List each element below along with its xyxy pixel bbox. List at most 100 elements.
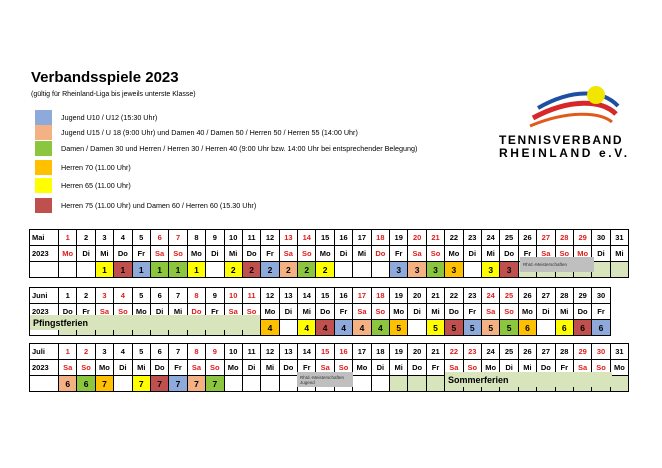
empty-cell bbox=[57, 261, 78, 278]
legend-item: Jugend U15 / U 18 (9:00 Uhr) und Damen 4… bbox=[35, 124, 358, 140]
game-cell: 7 bbox=[94, 375, 115, 392]
day-number: 3 bbox=[94, 343, 115, 360]
day-number: 15 bbox=[315, 287, 335, 304]
month-label: Mai bbox=[29, 229, 59, 246]
weekday: Mo bbox=[260, 303, 280, 320]
day-number: 13 bbox=[278, 229, 299, 246]
empty-cell bbox=[536, 319, 556, 336]
day-number: 2 bbox=[76, 287, 96, 304]
day-number: 10 bbox=[223, 343, 243, 360]
day-number: 15 bbox=[315, 229, 335, 246]
day-number: 8 bbox=[186, 229, 207, 246]
day-number: 24 bbox=[480, 229, 501, 246]
day-number: 23 bbox=[462, 343, 482, 360]
day-number: 17 bbox=[352, 229, 372, 246]
day-number: 26 bbox=[517, 343, 538, 360]
day-number: 27 bbox=[536, 287, 556, 304]
game-cell: 1 bbox=[131, 261, 151, 278]
weekday: Mi bbox=[425, 303, 446, 320]
weekday: Sa bbox=[407, 245, 427, 262]
day-number: 22 bbox=[444, 229, 464, 246]
day-number: 2 bbox=[76, 229, 96, 246]
legend-swatch bbox=[35, 109, 52, 125]
weekday: Di bbox=[591, 245, 611, 262]
game-cell: 7 bbox=[205, 375, 225, 392]
weekday: Mo bbox=[315, 245, 335, 262]
day-number: 2 bbox=[76, 343, 96, 360]
weekday: Di bbox=[278, 303, 299, 320]
game-cell: 7 bbox=[168, 375, 188, 392]
weekday: Mi bbox=[480, 245, 501, 262]
day-number: 23 bbox=[462, 229, 482, 246]
weekday: Mo bbox=[609, 359, 630, 376]
weekday: Do bbox=[315, 303, 335, 320]
day-number: 14 bbox=[297, 287, 317, 304]
game-cell: 6 bbox=[572, 319, 593, 336]
day-number: 22 bbox=[444, 287, 464, 304]
game-cell: 3 bbox=[425, 261, 446, 278]
day-number: 28 bbox=[554, 287, 574, 304]
day-number: 7 bbox=[168, 343, 188, 360]
day-number: 7 bbox=[168, 287, 188, 304]
weekday: Mi bbox=[297, 303, 317, 320]
holiday-banner: Pfingstferien bbox=[30, 315, 260, 330]
game-cell: 1 bbox=[113, 261, 133, 278]
weekday: Mi bbox=[260, 359, 280, 376]
weekday: Do bbox=[444, 303, 464, 320]
day-number: 9 bbox=[205, 343, 225, 360]
weekday: Sa bbox=[278, 245, 299, 262]
weekday: Mi bbox=[352, 245, 372, 262]
empty-cell bbox=[407, 375, 427, 392]
weekday: Mo bbox=[94, 359, 115, 376]
day-number: 1 bbox=[57, 229, 78, 246]
weekday: Fr bbox=[462, 303, 482, 320]
weekday: Di bbox=[76, 245, 96, 262]
day-number: 25 bbox=[499, 229, 519, 246]
empty-cell bbox=[407, 319, 427, 336]
day-number: 6 bbox=[149, 229, 170, 246]
empty-cell bbox=[352, 375, 372, 392]
weekday: Fr bbox=[591, 303, 611, 320]
game-cell: 6 bbox=[57, 375, 78, 392]
day-number: 18 bbox=[370, 287, 391, 304]
game-cell: 2 bbox=[315, 261, 335, 278]
game-cell: 4 bbox=[333, 319, 354, 336]
day-number: 6 bbox=[149, 287, 170, 304]
legend-label: Jugend U15 / U 18 (9:00 Uhr) und Damen 4… bbox=[61, 127, 358, 137]
legend-swatch bbox=[35, 197, 52, 213]
day-number: 5 bbox=[131, 343, 151, 360]
day-number: 17 bbox=[352, 343, 372, 360]
empty-cell bbox=[278, 319, 299, 336]
weekday: Di bbox=[462, 245, 482, 262]
weekday: Do bbox=[278, 359, 299, 376]
weekday: Mi bbox=[223, 245, 243, 262]
day-number: 11 bbox=[241, 343, 262, 360]
weekday: Fr bbox=[168, 359, 188, 376]
game-cell: 7 bbox=[149, 375, 170, 392]
legend-label: Herren 65 (11.00 Uhr) bbox=[61, 180, 131, 190]
day-number: 21 bbox=[425, 343, 446, 360]
day-number: 11 bbox=[241, 229, 262, 246]
game-cell: 5 bbox=[389, 319, 409, 336]
day-number: 9 bbox=[205, 287, 225, 304]
day-number: 7 bbox=[168, 229, 188, 246]
day-number: 18 bbox=[370, 229, 391, 246]
day-number: 3 bbox=[94, 287, 115, 304]
weekday: So bbox=[297, 245, 317, 262]
day-number: 14 bbox=[297, 229, 317, 246]
tennis-ball-swoosh-logo bbox=[529, 86, 620, 128]
game-cell: 4 bbox=[370, 319, 391, 336]
weekday: Sa bbox=[149, 245, 170, 262]
day-number: 4 bbox=[113, 287, 133, 304]
empty-cell bbox=[609, 375, 630, 392]
day-number: 9 bbox=[205, 229, 225, 246]
empty-cell bbox=[462, 261, 482, 278]
weekday: Mo bbox=[223, 359, 243, 376]
day-number: 17 bbox=[352, 287, 372, 304]
day-number: 20 bbox=[407, 287, 427, 304]
game-cell: 5 bbox=[425, 319, 446, 336]
legend-swatch bbox=[35, 159, 52, 175]
legend-item: Herren 75 (11.00 Uhr) und Damen 60 / Her… bbox=[35, 197, 256, 213]
day-number: 13 bbox=[278, 287, 299, 304]
